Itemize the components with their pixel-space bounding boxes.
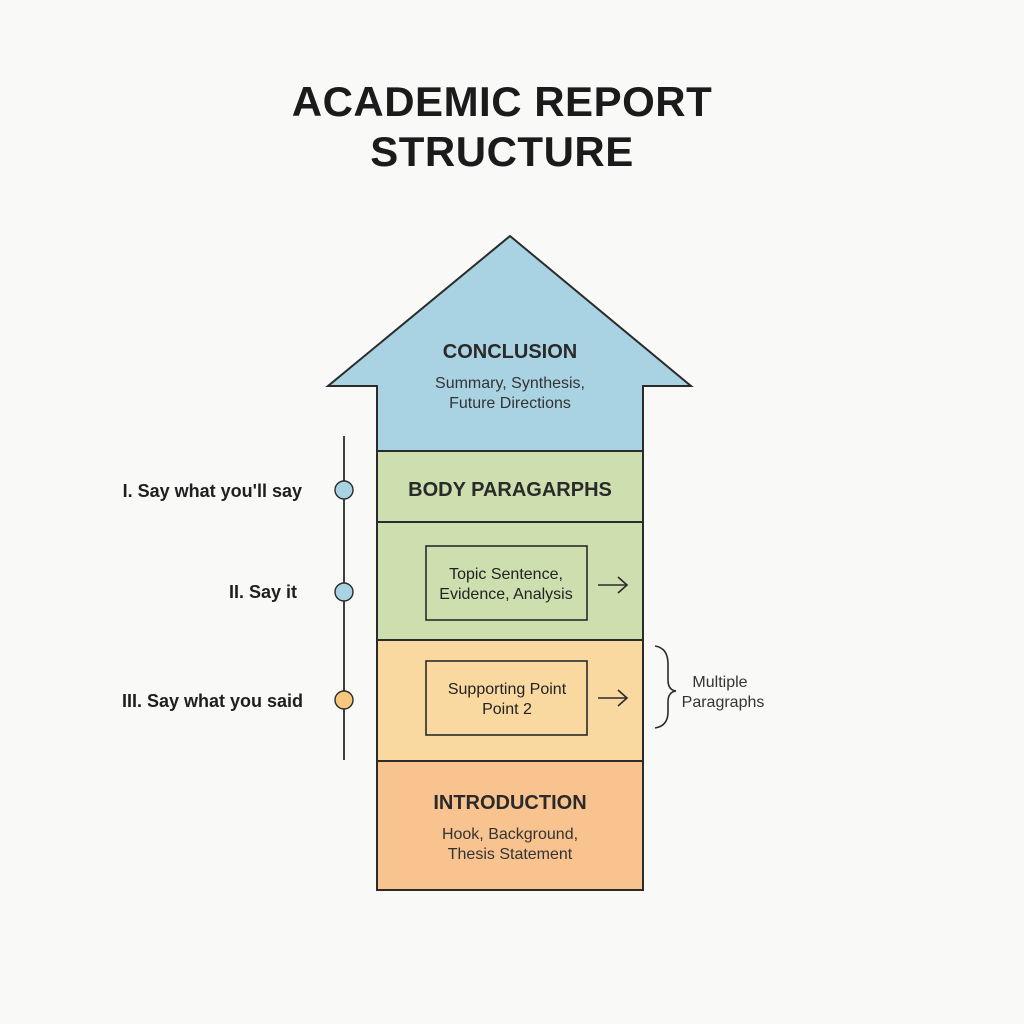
topic-sentence-box — [425, 545, 588, 621]
timeline-marker-2 — [334, 582, 354, 602]
body-paragraphs-title: BODY PARAGARPHS — [408, 479, 612, 501]
arrow-right-icon — [598, 576, 629, 594]
curly-brace-icon — [654, 645, 677, 729]
brace-label-line-2: Paragraphs — [682, 694, 765, 711]
introduction-line-1: Hook, Background, — [442, 826, 578, 843]
topic-sentence-line-2: Evidence, Analysis — [439, 586, 572, 603]
timeline-label-2: II. Say it — [229, 582, 297, 602]
supporting-point-line-2: Point 2 — [482, 701, 532, 718]
arrow-right-icon — [598, 689, 629, 707]
timeline-marker-1 — [334, 480, 354, 500]
brace-label-line-1: Multiple — [692, 674, 747, 691]
timeline-label-3: III. Say what you said — [122, 691, 303, 711]
introduction-line-2: Thesis Statement — [448, 846, 573, 863]
introduction-block — [376, 760, 644, 891]
timeline-label-1: I. Say what you'll say — [123, 481, 302, 501]
supporting-point-block — [376, 639, 644, 762]
supporting-point-box — [425, 660, 588, 736]
conclusion-title: CONCLUSION — [443, 341, 577, 363]
timeline-marker-3 — [334, 690, 354, 710]
supporting-point-line-1: Supporting Point — [448, 681, 567, 698]
conclusion-line-1: Summary, Synthesis, — [435, 375, 585, 392]
introduction-title: INTRODUCTION — [433, 792, 586, 814]
page-title-line-2: STRUCTURE — [370, 128, 634, 175]
page-title-line-1: ACADEMIC REPORT — [292, 78, 713, 125]
conclusion-line-2: Future Directions — [449, 395, 571, 412]
topic-sentence-line-1: Topic Sentence, — [449, 566, 563, 583]
body-paragraphs-header-block — [376, 450, 644, 523]
